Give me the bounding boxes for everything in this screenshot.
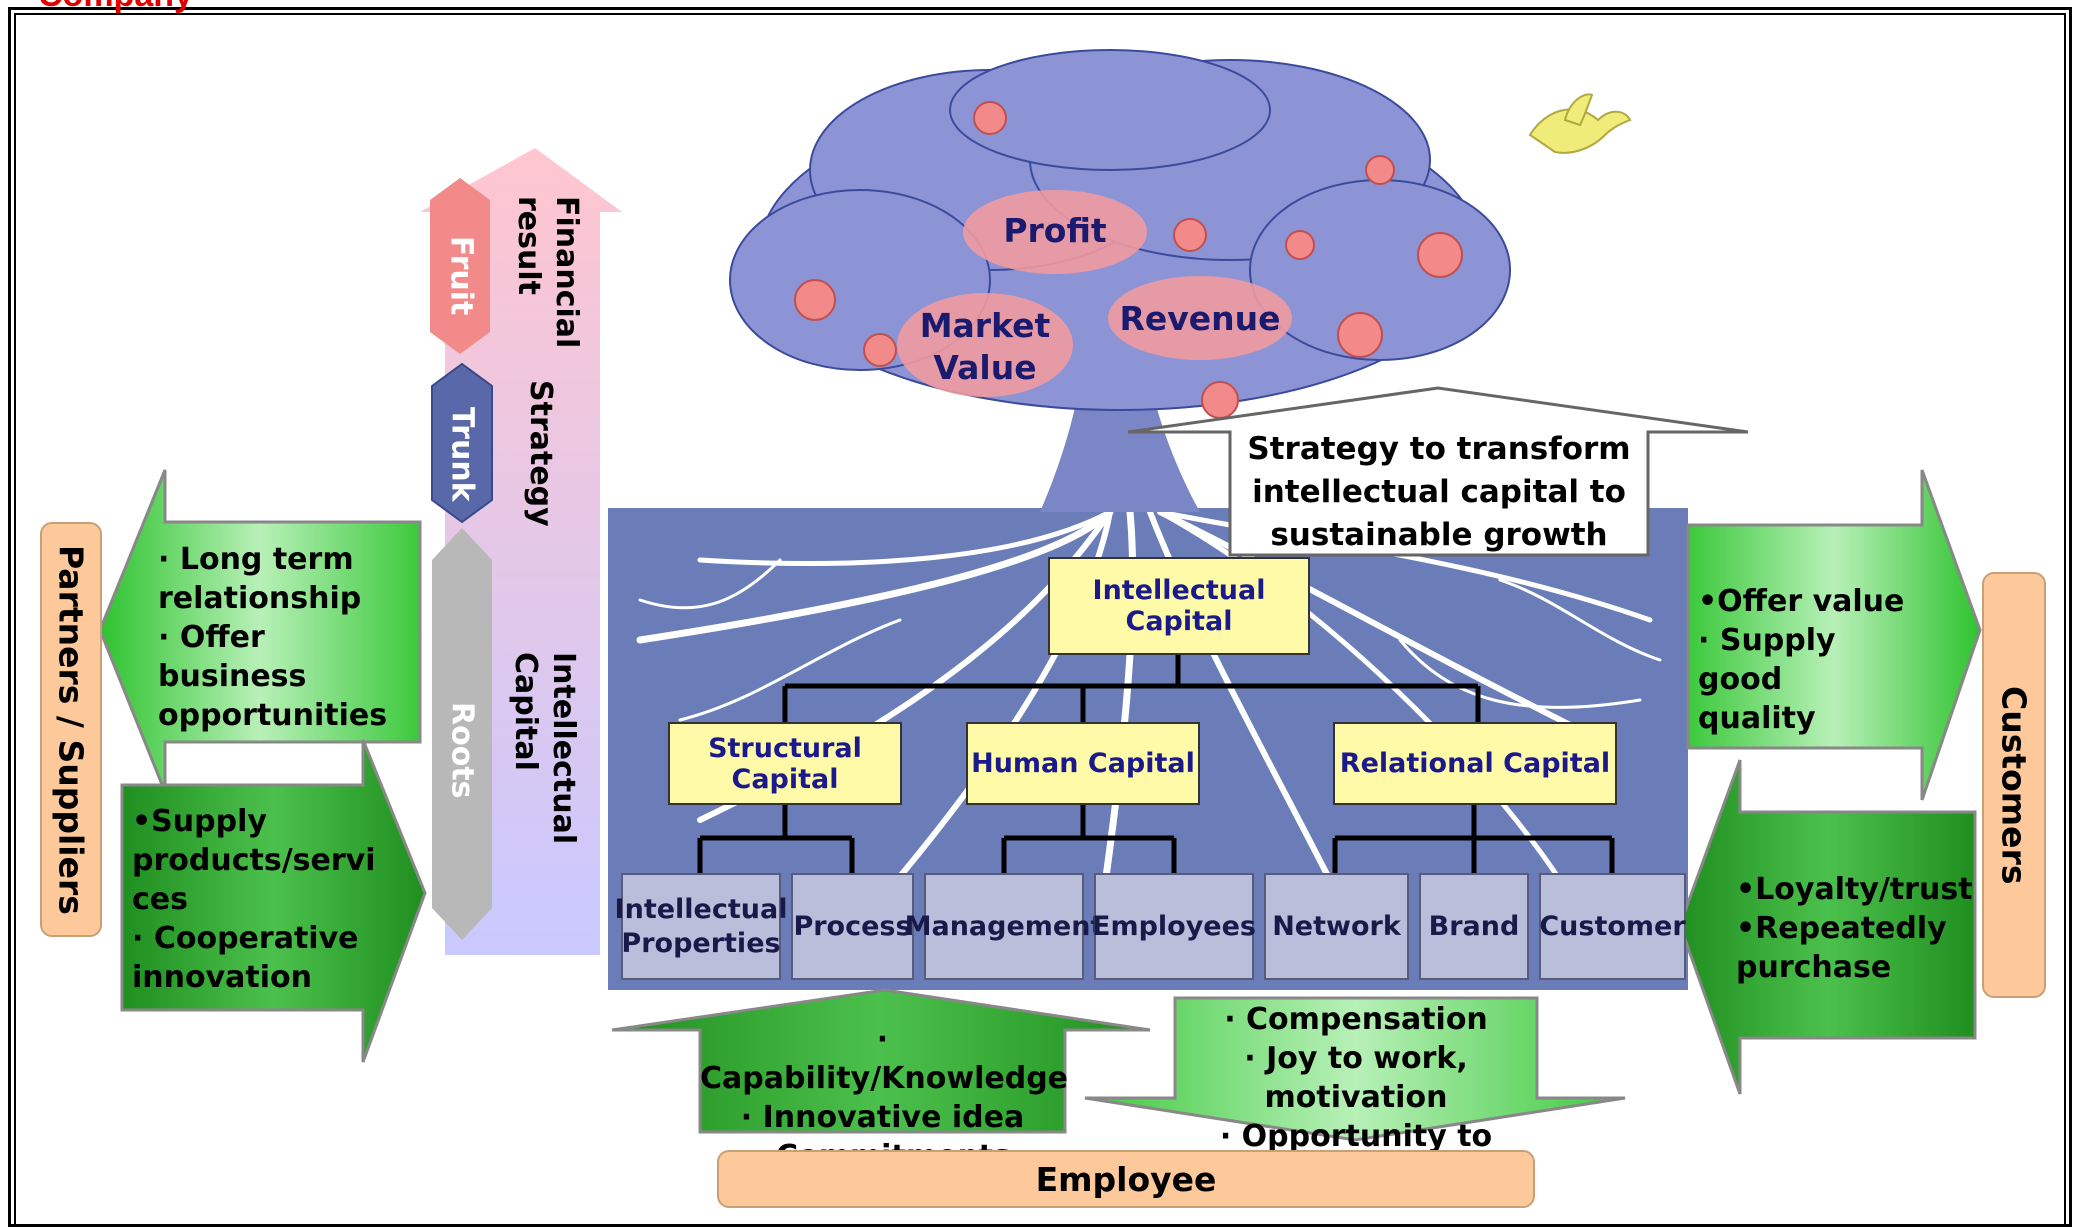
intellectual-capital-stage-label: Intellectual Capital: [508, 652, 581, 845]
bird-icon: [1528, 93, 1632, 154]
process-box: Process: [791, 873, 914, 980]
employees-box: Employees: [1092, 873, 1256, 980]
profit-ellipse: [963, 190, 1147, 274]
hierarchy-connectors: [697, 655, 1615, 873]
trunk-stage-label: Trunk: [444, 406, 480, 502]
human-capital-box: Human Capital: [966, 722, 1200, 805]
partners-suppliers-label: Partners / Suppliers: [40, 522, 102, 937]
customers-offer-arrow: [1686, 469, 1982, 801]
partners-receive-arrow: [120, 739, 427, 1063]
market-value-label: Market Value: [919, 306, 1051, 387]
employee-label: Employee: [717, 1150, 1535, 1208]
fruit-stage-label: Fruit: [443, 236, 479, 316]
network-box: Network: [1264, 873, 1409, 980]
market-value-ellipse: [897, 293, 1073, 397]
brand-box: Brand: [1419, 873, 1529, 980]
customers-label: Customers: [1982, 572, 2046, 998]
tree-fruits: [794, 101, 1463, 419]
financial-result-label: Financial result: [511, 196, 584, 349]
employee-contribute-arrow: [611, 988, 1151, 1134]
company-label: Company: [38, 0, 193, 15]
strategy-callout-text: Strategy to transform intellectual capit…: [1247, 431, 1631, 553]
employee-receive-arrow: [1084, 996, 1626, 1142]
customers-receive-arrow: [1678, 759, 1977, 1095]
management-box: Management: [905, 873, 1103, 980]
revenue-label: Revenue: [1119, 299, 1281, 338]
strategy-stage-label: Strategy: [523, 380, 558, 527]
partners-receive-text: •Supply products/servi ces · Cooperative…: [132, 804, 376, 995]
partners-offer-text: · Long term relationship · Offer busines…: [158, 542, 388, 733]
trunk-stage-shape: [431, 362, 493, 524]
employee-receive-text: · Compensation · Joy to work, motivation…: [1219, 1002, 1493, 1193]
revenue-ellipse: [1108, 276, 1292, 360]
structural-capital-box: Structural Capital: [668, 722, 902, 805]
intellectual-capital-box: Intellectual Capital: [1048, 557, 1310, 655]
customer-box: Customer: [1539, 873, 1686, 980]
customers-receive-text: •Loyalty/trust •Repeatedly purchase: [1736, 872, 1973, 985]
roots-stage-label: Roots: [444, 701, 480, 799]
strategy-callout-shape: [1127, 386, 1749, 557]
customers-offer-text: •Offer value · Supply good quality: [1698, 584, 1905, 736]
partners-offer-arrow: [98, 469, 422, 793]
profit-label: Profit: [1003, 211, 1107, 250]
fruit-stage-shape: [430, 178, 490, 354]
relational-capital-box: Relational Capital: [1333, 722, 1617, 805]
intellectual-properties-box: Intellectual Properties: [615, 873, 787, 980]
roots-stage-shape: [432, 528, 492, 940]
